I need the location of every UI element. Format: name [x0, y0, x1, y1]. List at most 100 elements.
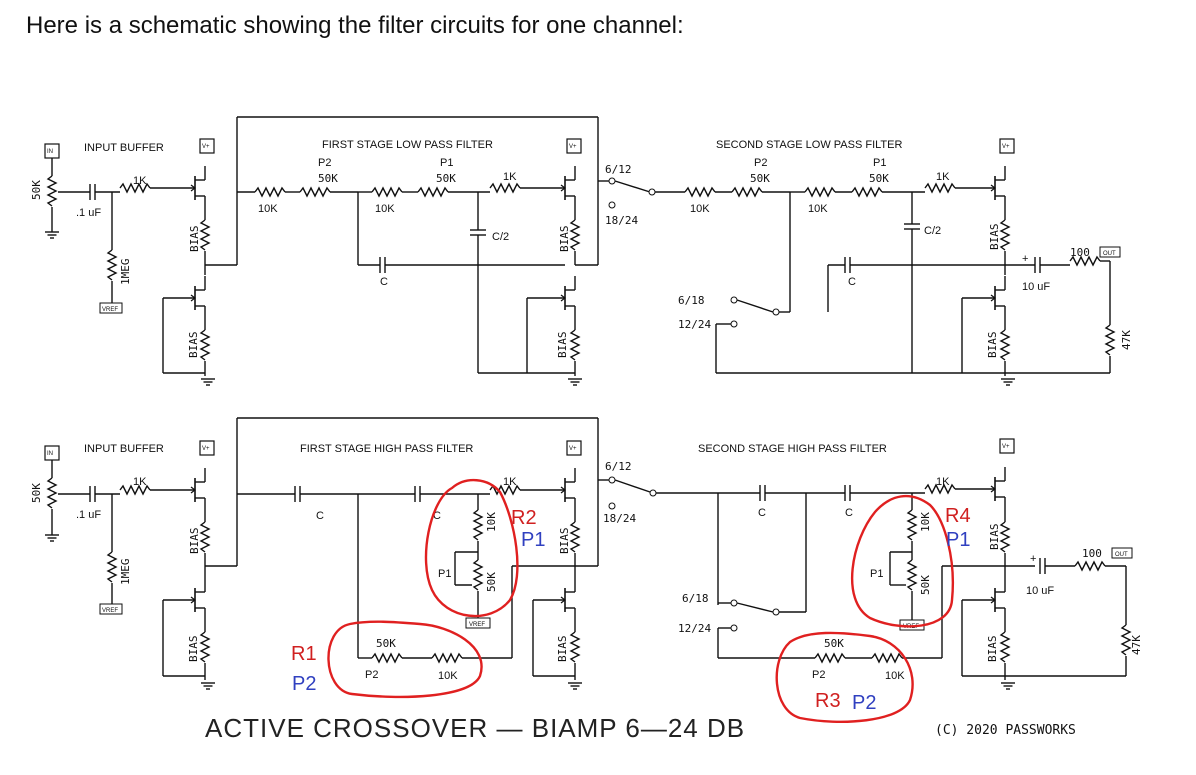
hp-switch-a[interactable]: 6/12 18/24 — [598, 460, 760, 525]
r1k-input-top: 1K — [133, 175, 147, 187]
hp1-r1k: 1K — [503, 476, 517, 488]
annotation-r4: R4 — [945, 505, 971, 527]
input-buffer-bottom: IN 50K .1 uF 1K VREF 1MEG INPUT BUFFER V… — [30, 440, 237, 690]
section-lp1: FIRST STAGE LOW PASS FILTER — [322, 139, 493, 151]
input-buffer-top: IN 50K .1 uF 1K VREF 1MEG INPUT BUFFER V… — [30, 138, 237, 386]
annotation-circle-r4 — [850, 494, 954, 628]
lp2-r1k: 1K — [936, 171, 950, 183]
lp2-p1: P1 — [873, 157, 886, 169]
vplus-1: V+ — [202, 144, 210, 150]
second-stage-high-pass: SECOND STAGE HIGH PASS FILTER C C 1K 10K… — [698, 438, 1143, 690]
lp1-r10k-b: 10K — [375, 203, 395, 215]
vref-top: VREF — [102, 307, 118, 313]
hp1-r10k-b: 10K — [438, 670, 458, 682]
hp2-p1-50k: 50K — [919, 575, 932, 595]
hp-switch-b[interactable]: 6/18 12/24 — [678, 592, 806, 635]
vplus-4: V+ — [202, 446, 210, 452]
hp2-cap-c-a: C — [758, 507, 766, 519]
hp2-p1: P1 — [870, 568, 883, 580]
annotation-r1: R1 — [291, 643, 317, 665]
lp2-r10k-a: 10K — [690, 203, 710, 215]
in-label-bottom: IN — [47, 451, 53, 457]
lp2-r10k-b: 10K — [808, 203, 828, 215]
lp2-p1-50k: 50K — [869, 172, 889, 185]
lp-switch-b[interactable]: 6/18 12/24 — [678, 294, 912, 374]
hp1-p2: P2 — [365, 669, 378, 681]
vplus-3: V+ — [1002, 144, 1010, 150]
pot-50k-top: 50K — [30, 180, 43, 200]
bias-2: BIAS — [187, 332, 200, 359]
switch-612-top: 6/12 — [605, 163, 632, 176]
annotation-r2: R2 — [511, 507, 537, 529]
hp1-cap-c-b: C — [433, 510, 441, 522]
section-input-buffer-top: INPUT BUFFER — [84, 142, 164, 154]
lp1-r1k: 1K — [503, 171, 517, 183]
annotation-r3: R3 — [815, 690, 841, 712]
annotation-circle-r2 — [424, 479, 519, 618]
annotation-circle-r3 — [775, 631, 914, 723]
hp1-vref: VREF — [469, 622, 485, 628]
switch-1824-top: 18/24 — [605, 214, 638, 227]
cap-input-top: .1 uF — [76, 207, 101, 219]
lp2-cap-c: C — [848, 276, 856, 288]
annotation-p1-b: P1 — [946, 529, 970, 551]
lp-cap-out: 10 uF — [1022, 281, 1050, 293]
annotation-p2-b: P2 — [852, 692, 876, 714]
r1meg-bottom: 1MEG — [119, 559, 132, 586]
bias-9: BIAS — [558, 528, 571, 555]
diagram-title: ACTIVE CROSSOVER — BIAMP 6—24 DB — [205, 713, 745, 743]
svg-text:+: + — [1022, 253, 1028, 265]
out-top: OUT — [1103, 251, 1116, 257]
hp2-r10k-b: 10K — [885, 670, 905, 682]
lp1-p2-50k: 50K — [318, 172, 338, 185]
hp1-r10k: 10K — [485, 512, 498, 532]
hp2-r1k: 1K — [936, 476, 950, 488]
hp2-p2-50k: 50K — [824, 637, 844, 650]
hp2-r10k: 10K — [919, 512, 932, 532]
bias-10: BIAS — [556, 636, 569, 663]
hp1-cap-c-a: C — [316, 510, 324, 522]
svg-text:+: + — [1030, 553, 1036, 565]
lp1-p2: P2 — [318, 157, 331, 169]
bias-3: BIAS — [558, 226, 571, 253]
lp1-cap-c: C — [380, 276, 388, 288]
section-input-buffer-bottom: INPUT BUFFER — [84, 443, 164, 455]
hp1-p1: P1 — [438, 568, 451, 580]
switch-1224-top: 12/24 — [678, 318, 711, 331]
hp-cap-out: 10 uF — [1026, 585, 1054, 597]
bias-12: BIAS — [986, 636, 999, 663]
bias-4: BIAS — [556, 332, 569, 359]
switch-618-bottom: 6/18 — [682, 592, 709, 605]
annotations: R2 P1 R1 P2 R3 P2 R4 P1 — [291, 479, 971, 723]
hp1-p2-50k: 50K — [376, 637, 396, 650]
vplus-2: V+ — [569, 144, 577, 150]
lp-r100: 100 — [1070, 246, 1090, 259]
lp-r47k: 47K — [1120, 330, 1133, 350]
section-hp2: SECOND STAGE HIGH PASS FILTER — [698, 443, 887, 455]
switch-618-top: 6/18 — [678, 294, 705, 307]
first-stage-high-pass: FIRST STAGE HIGH PASS FILTER C C 1K 10K … — [236, 417, 599, 690]
switch-1824-bottom: 18/24 — [603, 512, 636, 525]
bias-1: BIAS — [188, 226, 201, 253]
vplus-5: V+ — [569, 446, 577, 452]
switch-612-bottom: 6/12 — [605, 460, 632, 473]
lp-switch-a[interactable]: 6/12 18/24 — [598, 163, 685, 227]
bias-5: BIAS — [988, 224, 1001, 251]
r1meg-top: 1MEG — [119, 259, 132, 286]
hp2-cap-c-b: C — [845, 507, 853, 519]
lp2-p2: P2 — [754, 157, 767, 169]
switch-1224-bottom: 12/24 — [678, 622, 711, 635]
lp2-cap-c2: C/2 — [924, 225, 941, 237]
section-hp1: FIRST STAGE HIGH PASS FILTER — [300, 443, 473, 455]
lp1-r10k-a: 10K — [258, 203, 278, 215]
in-label-top: IN — [47, 149, 53, 155]
lp1-p1: P1 — [440, 157, 453, 169]
cap-input-bottom: .1 uF — [76, 509, 101, 521]
hp1-p1-50k: 50K — [485, 572, 498, 592]
lp2-p2-50k: 50K — [750, 172, 770, 185]
second-stage-low-pass: SECOND STAGE LOW PASS FILTER 10K P2 50K … — [684, 138, 1133, 386]
section-lp2: SECOND STAGE LOW PASS FILTER — [716, 139, 902, 151]
first-stage-low-pass: FIRST STAGE LOW PASS FILTER 10K P2 50K C… — [236, 116, 599, 386]
vplus-6: V+ — [1002, 444, 1010, 450]
